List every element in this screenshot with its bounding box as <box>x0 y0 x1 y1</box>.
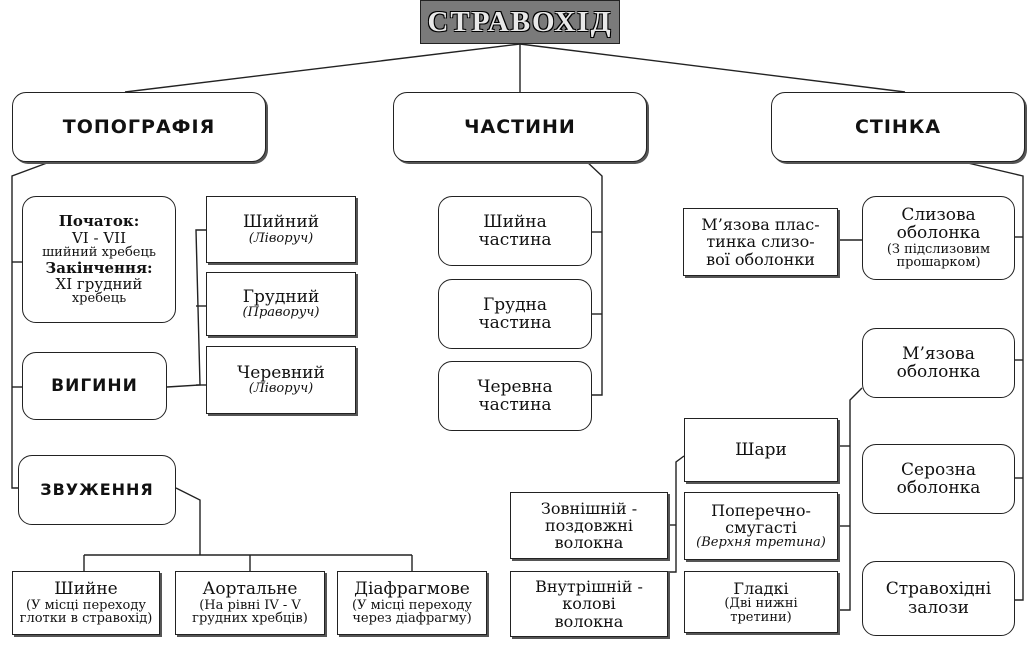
layers-box: Шари <box>684 418 838 482</box>
narrowing-note1: (На рівні IV - V <box>199 597 301 613</box>
wall-label: СТІНКА <box>854 115 942 138</box>
narrowing-note1: (У місці переходу <box>26 597 146 613</box>
start-line2: шийний хребець <box>42 244 156 260</box>
outer-line1: Зовнішній - <box>540 498 638 518</box>
bend-abdominal-box: Черевний (Ліворуч) <box>206 346 356 414</box>
narrowing-aortic-box: Аортальне (На рівні IV - V грудних хребц… <box>175 571 325 635</box>
smooth-box: Гладкі (Дві нижні третини) <box>684 571 838 633</box>
end-line1: XI грудний <box>55 274 143 293</box>
striated-line2: смугасті <box>725 517 797 537</box>
bend-note: (Ліворуч) <box>248 230 314 246</box>
inner-line2: колові <box>562 594 616 614</box>
bend-name: Черевний <box>237 362 325 383</box>
narrowing-diaphragmatic-box: Діафрагмове (У місці переходу через діаф… <box>337 571 487 635</box>
striated-line1: Поперечно- <box>711 500 811 520</box>
bend-thoracic-box: Грудний (Праворуч) <box>206 272 356 336</box>
part-line2: частина <box>478 313 552 333</box>
outer-layer-box: Зовнішній - поздовжні волокна <box>510 492 668 559</box>
topography-box: ТОПОГРАФІЯ <box>12 92 266 162</box>
glands-line2: залози <box>907 597 970 618</box>
part-line2: частина <box>478 395 552 415</box>
part-cervical-box: Шийна частина <box>438 196 592 266</box>
bend-name: Грудний <box>242 286 320 307</box>
muscularis-mucosae-box: М’язова плас- тинка слизо- вої оболонки <box>683 208 838 276</box>
serosa-line1: Серозна <box>901 459 976 480</box>
serosa-box: Серозна оболонка <box>862 444 1015 514</box>
smooth-line1: Гладкі <box>733 578 789 598</box>
outer-line2: поздовжні <box>544 515 633 535</box>
serosa-line2: оболонка <box>896 478 981 498</box>
muscular-box: М’язова оболонка <box>862 328 1015 398</box>
glands-line1: Стравохідні <box>885 579 992 600</box>
bend-name: Шийний <box>242 212 320 233</box>
striated-box: Поперечно- смугасті (Верхня третина) <box>684 492 838 560</box>
narrowings-box: ЗВУЖЕННЯ <box>18 455 176 525</box>
start-label: Початок: <box>58 212 140 231</box>
part-line1: Шийна <box>483 211 547 232</box>
mucosa-note2: прошарком) <box>896 255 981 271</box>
muscularis-mucosae-line3: вої оболонки <box>706 249 815 269</box>
mucosa-box: Слизова оболонка (З підслизовим прошарко… <box>862 196 1015 280</box>
end-label: Закінчення: <box>45 258 153 277</box>
narrowing-note2: грудних хребців) <box>192 611 308 627</box>
narrowing-note2: глотки в стравохід) <box>19 611 153 627</box>
muscularis-mucosae-line2: тинка слизо- <box>706 232 815 252</box>
narrowing-name: Діафрагмове <box>354 579 470 600</box>
smooth-note2: третини) <box>730 609 792 625</box>
bends-box: ВИГИНИ <box>22 352 167 420</box>
parts-label: ЧАСТИНИ <box>464 115 576 138</box>
inner-layer-box: Внутрішній - колові волокна <box>510 571 668 637</box>
narrowing-name: Аортальне <box>202 579 298 600</box>
striated-note: (Верхня третина) <box>696 535 826 551</box>
part-thoracic-box: Грудна частина <box>438 279 592 349</box>
inner-line3: волокна <box>554 611 624 631</box>
part-line1: Грудна <box>482 294 548 315</box>
bend-note: (Праворуч) <box>242 305 320 321</box>
start-line1: VI - VII <box>71 228 127 247</box>
part-line2: частина <box>478 230 552 250</box>
bend-cervical-box: Шийний (Ліворуч) <box>206 196 356 263</box>
narrowing-note1: (У місці переходу <box>352 597 472 613</box>
glands-box: Стравохідні залози <box>862 561 1015 636</box>
muscular-line1: М’язова <box>902 343 975 364</box>
mucosa-line1: Слизова <box>901 205 976 225</box>
layers-label: Шари <box>735 439 787 460</box>
muscular-line2: оболонка <box>896 362 981 382</box>
muscularis-mucosae-line1: М’язова плас- <box>701 215 820 235</box>
narrowing-note2: через діафрагму) <box>352 611 472 627</box>
start-end-box: Початок: VI - VII шийний хребець Закінче… <box>22 196 176 323</box>
narrowing-name: Шийне <box>54 579 118 600</box>
mucosa-note1: (З підслизовим <box>886 241 991 257</box>
bends-label: ВИГИНИ <box>51 375 138 396</box>
outer-line3: волокна <box>554 533 624 553</box>
topography-label: ТОПОГРАФІЯ <box>62 115 216 138</box>
diagram-title: СТРАВОХІД <box>420 0 620 44</box>
narrowings-label: ЗВУЖЕННЯ <box>40 480 154 500</box>
wall-box: СТІНКА <box>771 92 1025 162</box>
parts-box: ЧАСТИНИ <box>393 92 647 162</box>
part-line1: Черевна <box>477 376 553 397</box>
narrowing-cervical-box: Шийне (У місці переходу глотки в стравох… <box>12 571 160 635</box>
mucosa-line2: оболонка <box>896 223 981 244</box>
bend-note: (Ліворуч) <box>248 381 314 397</box>
end-line2: хребець <box>71 290 127 306</box>
part-abdominal-box: Черевна частина <box>438 361 592 431</box>
inner-line1: Внутрішній - <box>535 577 643 597</box>
smooth-note1: (Дві нижні <box>724 595 798 611</box>
